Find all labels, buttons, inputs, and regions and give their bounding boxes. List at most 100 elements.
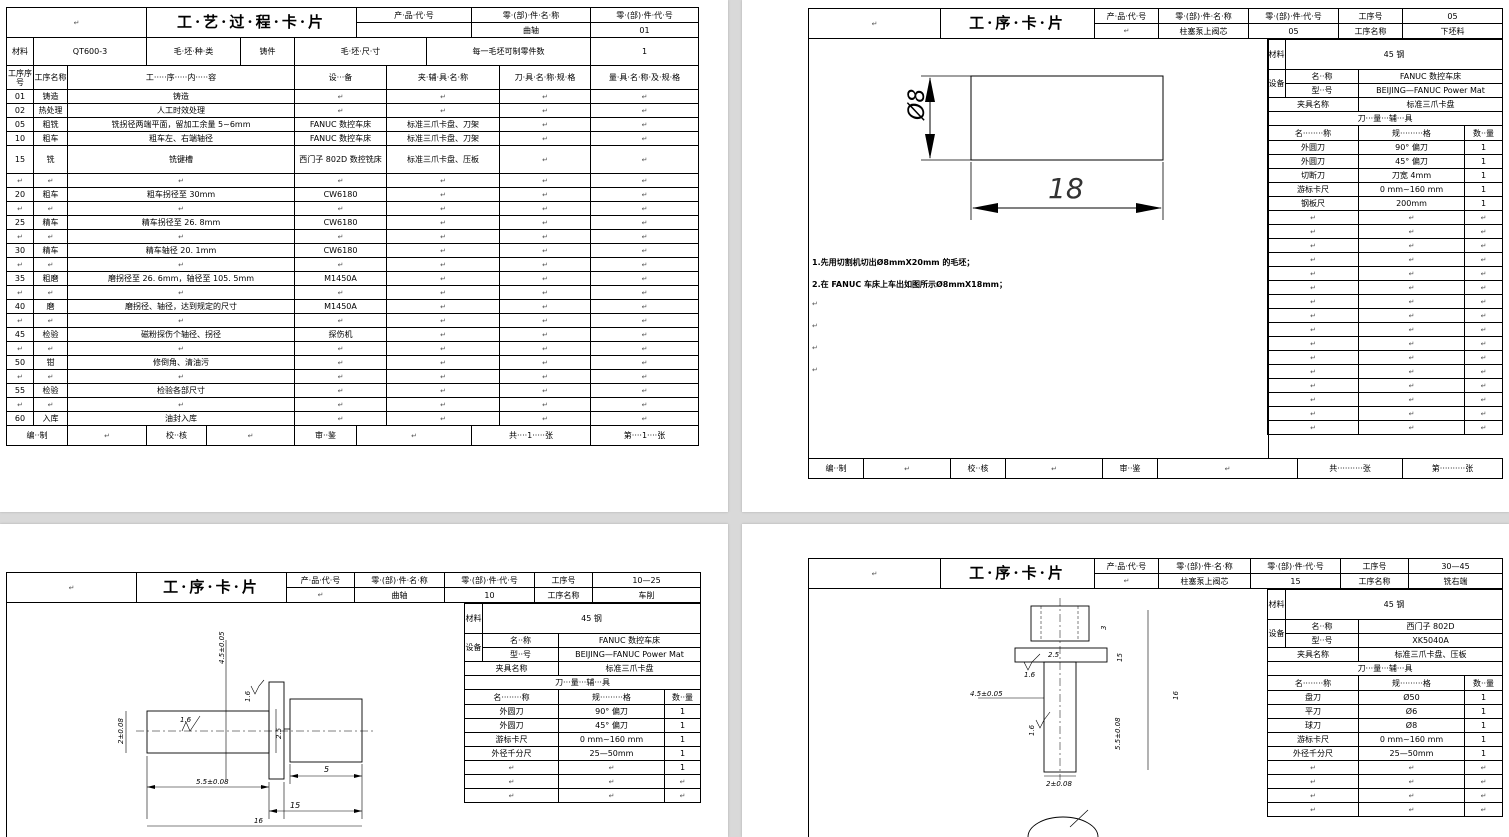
tool-cell: ↵ (499, 341, 591, 356)
tool-spec-cell: ↵ (1358, 238, 1465, 253)
op-name-label: 工序名称 (1338, 23, 1403, 39)
footer-total: 共··········张 (1297, 458, 1403, 479)
para-mark: ↵ (641, 120, 648, 129)
tool-name-cell: ↵ (1267, 378, 1359, 393)
op-content-cell: 磨拐径、轴径，达到规定的尺寸 (67, 299, 295, 314)
op-no-cell: 25 (6, 215, 34, 230)
equipment-label: 设备 (1267, 619, 1286, 648)
tool-cell: ↵ (499, 145, 591, 174)
op-name-cell: ↵ (33, 173, 68, 188)
tool-qty-cell: 1 (663, 718, 702, 733)
op-content-cell: 铣拐径两端平面，留加工余量 5~6mm (67, 117, 295, 132)
para-mark: ↵ (1480, 269, 1487, 278)
gauge-cell: ↵ (590, 397, 699, 412)
fixture-cell: ↵ (386, 397, 500, 412)
para-mark: ↵ (337, 260, 344, 269)
tool-name-cell: ↵ (1267, 280, 1359, 295)
tool-name-cell: 外圆刀 (1267, 140, 1359, 155)
equipment-cell: M1450A (294, 271, 387, 286)
para-mark: ↵ (1480, 805, 1487, 814)
op-no-value: 30—45 (1408, 558, 1503, 574)
para-mark: ↵ (1310, 339, 1316, 348)
op-no-cell: ↵ (6, 397, 34, 412)
para-mark: ↵ (1310, 805, 1316, 814)
para-mark: ↵ (178, 288, 184, 297)
fixture-cell: 标准三爪卡盘、刀架 (386, 131, 500, 146)
tool-qty-cell: ↵ (1463, 210, 1504, 225)
tool-spec-cell: 0 mm~160 mm (558, 732, 665, 747)
para-mark: ↵ (542, 218, 548, 227)
para-mark: ↵ (440, 302, 446, 311)
para-mark: ↵ (1310, 269, 1316, 278)
table-row: ↵↵↵ (464, 774, 702, 789)
tool-spec-cell: 0 mm~160 mm (1358, 182, 1465, 197)
tool-qty-cell: ↵ (1463, 392, 1504, 407)
footer-make-label: 编··制 (6, 425, 68, 446)
tools-title: 刀···量···辅···具 (463, 675, 702, 690)
fixture-cell: ↵ (386, 313, 500, 328)
para-mark: ↵ (17, 288, 23, 297)
tool-spec-cell: ↵ (1358, 350, 1465, 365)
para-mark: ↵ (542, 106, 548, 115)
op05-footer: 编··制 ↵ 校··核 ↵ 审··鉴 ↵ 共··········张 第·····… (808, 458, 1503, 479)
tool-name-cell: ↵ (1267, 406, 1359, 421)
para-mark: ↵ (1480, 353, 1487, 362)
para-mark: ↵ (641, 344, 648, 353)
para-mark: ↵ (1310, 213, 1316, 222)
op-no-cell: 01 (6, 89, 34, 104)
tool-qty-cell: ↵ (1463, 266, 1504, 281)
para-mark: ↵ (47, 232, 54, 241)
gauge-cell: ↵ (590, 257, 699, 272)
fixture-value: 标准三爪卡盘 (1357, 97, 1504, 112)
dim-d9: 2±0.08 (1046, 780, 1072, 788)
op-name-value: 铣右端 (1408, 573, 1503, 589)
tool-spec-cell: 0 mm~160 mm (1358, 732, 1465, 747)
part-code-value: 01 (590, 22, 699, 38)
para-mark: ↵ (178, 344, 184, 353)
product-code-value (356, 22, 472, 38)
tool-qty-cell: 1 (1463, 196, 1504, 211)
material-label: 材料 (1267, 39, 1286, 70)
gauge-cell: ↵ (590, 411, 699, 426)
tool-spec-cell: ↵ (1358, 280, 1465, 295)
para-mark: ↵ (542, 274, 548, 283)
para-mark: ↵ (47, 288, 54, 297)
card-title: 工·序·卡·片 (940, 558, 1095, 589)
para-mark: ↵ (641, 176, 648, 185)
para-mark: ↵ (1408, 791, 1415, 800)
para-mark: ↵ (337, 92, 344, 101)
equipment-model-label: 型··号 (1285, 633, 1359, 648)
op-name-cell: 精车 (33, 215, 68, 230)
footer-make-label: 编··制 (808, 458, 864, 479)
equipment-model: BEIJING—FANUC Power Mat (1357, 83, 1504, 98)
para-mark: ↵ (542, 134, 548, 143)
blank-type-value: 铸件 (240, 37, 295, 66)
para-mark: ↵ (337, 176, 344, 185)
para-mark: ↵ (1480, 325, 1487, 334)
gauge-cell: ↵ (590, 201, 699, 216)
tool-name-cell: 钢板尺 (1267, 196, 1359, 211)
para-mark: ↵ (440, 358, 446, 367)
para-mark: ↵ (1310, 423, 1316, 432)
op-name-cell: 粗车 (33, 131, 68, 146)
op-name-cell: ↵ (33, 313, 68, 328)
tool-name-cell: 游标卡尺 (464, 732, 559, 747)
tool-cell: ↵ (499, 257, 591, 272)
para-mark: ↵ (1310, 227, 1316, 236)
para-mark: ↵ (1310, 409, 1316, 418)
fixture-cell: 标准三爪卡盘、压板 (386, 145, 500, 174)
para-mark: ↵ (641, 260, 648, 269)
para-mark: ↵ (1408, 777, 1415, 786)
table-row: ↵↵↵ (1267, 788, 1504, 803)
tool-cell: ↵ (499, 131, 591, 146)
op-name-value: 下坯料 (1402, 23, 1503, 39)
header-part-code: 零·(部)·件·代·号 (1248, 8, 1339, 24)
tools-title: 刀···量···辅···具 (1266, 661, 1504, 676)
